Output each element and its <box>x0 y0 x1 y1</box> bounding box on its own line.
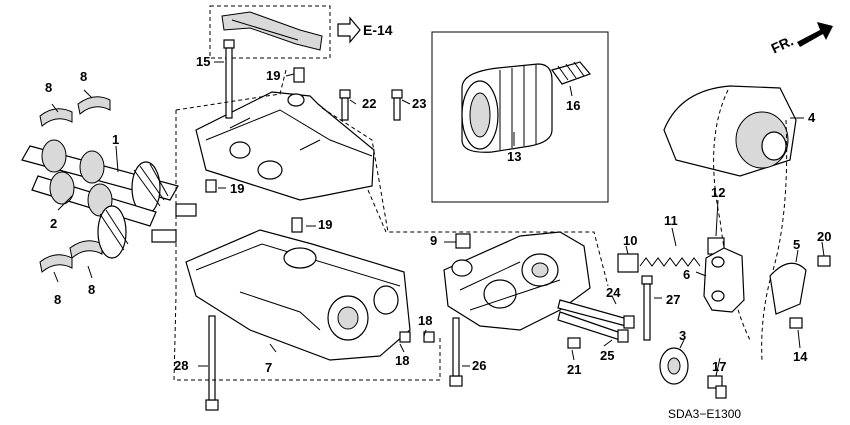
callout-3: 3 <box>679 328 686 343</box>
reference-label: E-14 <box>363 22 393 38</box>
oil-filter <box>461 63 553 153</box>
bolt-24 <box>557 299 635 329</box>
callout-28: 28 <box>174 358 188 373</box>
callout-numbers: 1 2 3 4 5 6 7 8 8 8 8 9 10 11 12 13 14 1… <box>45 54 831 377</box>
callout-15: 15 <box>196 54 210 69</box>
balancer-housing-lower <box>185 229 411 361</box>
callout-19a: 19 <box>266 68 280 83</box>
callout-24: 24 <box>606 285 621 300</box>
oil-filter-frame <box>431 31 609 203</box>
bolt-27 <box>641 275 653 341</box>
callout-16: 16 <box>566 98 580 113</box>
callout-14: 14 <box>793 349 808 364</box>
plug-9 <box>455 233 471 249</box>
balancer-housing-upper <box>195 91 375 201</box>
bearing-half-shell <box>39 96 111 273</box>
relief-valve-plunger <box>617 253 639 273</box>
dowel-19-top <box>293 67 305 83</box>
bolt-23 <box>391 89 403 121</box>
callout-4: 4 <box>808 110 816 125</box>
chain-tensioner-arm <box>769 262 807 315</box>
bolt-15 <box>223 39 235 119</box>
callout-18b: 18 <box>395 353 409 368</box>
diagram-code: SDA3−E1300 <box>668 407 741 421</box>
callout-19b: 19 <box>230 181 244 196</box>
oil-filter-nipple <box>551 61 592 85</box>
bolt-26 <box>449 317 463 387</box>
callout-1: 1 <box>112 132 119 147</box>
bolt-21 <box>567 337 581 349</box>
callout-23: 23 <box>412 96 426 111</box>
callout-26: 26 <box>472 358 486 373</box>
bolt-22 <box>339 89 351 121</box>
callout-12: 12 <box>711 185 725 200</box>
front-direction-label: FR. <box>768 32 795 56</box>
dowel-19-lower <box>291 217 303 233</box>
bolt-28 <box>205 315 219 411</box>
callout-8c: 8 <box>54 292 61 307</box>
reference-arrow-icon <box>337 16 361 44</box>
bolt-25 <box>557 311 629 343</box>
callout-9: 9 <box>430 233 437 248</box>
sprocket-3 <box>659 347 689 385</box>
balancer-shaft-upper <box>21 139 197 217</box>
front-direction-arrow-icon <box>797 22 833 47</box>
chain-guide <box>703 247 745 313</box>
bolt-14 <box>789 317 803 329</box>
oil-pump-body <box>443 231 591 331</box>
callout-19c: 19 <box>318 217 332 232</box>
leader-lines <box>51 61 825 377</box>
callout-10: 10 <box>623 233 637 248</box>
callout-8b: 8 <box>80 69 87 84</box>
relief-valve-spring <box>639 257 701 267</box>
callout-11: 11 <box>664 213 678 228</box>
assembly-outline <box>173 69 609 381</box>
callout-13: 13 <box>507 149 521 164</box>
chain-drive-assembly <box>663 85 797 361</box>
callout-22: 22 <box>362 96 376 111</box>
callout-6: 6 <box>683 267 690 282</box>
bolt-20 <box>817 255 831 267</box>
callout-18a: 18 <box>418 313 432 328</box>
bolt-17 <box>707 375 727 399</box>
callout-8d: 8 <box>88 282 95 297</box>
callout-27: 27 <box>666 292 680 307</box>
callout-25: 25 <box>600 348 614 363</box>
callout-5: 5 <box>793 237 800 252</box>
dowel-18 <box>399 331 435 343</box>
reference-gasket-group <box>209 5 331 59</box>
balancer-shaft-lower <box>31 171 177 259</box>
callout-7: 7 <box>265 360 272 375</box>
callout-17: 17 <box>712 359 726 374</box>
dowel-19-mid <box>205 179 217 193</box>
callout-20: 20 <box>817 229 831 244</box>
callout-2: 2 <box>50 216 57 231</box>
callout-21: 21 <box>567 362 581 377</box>
callout-8a: 8 <box>45 80 52 95</box>
